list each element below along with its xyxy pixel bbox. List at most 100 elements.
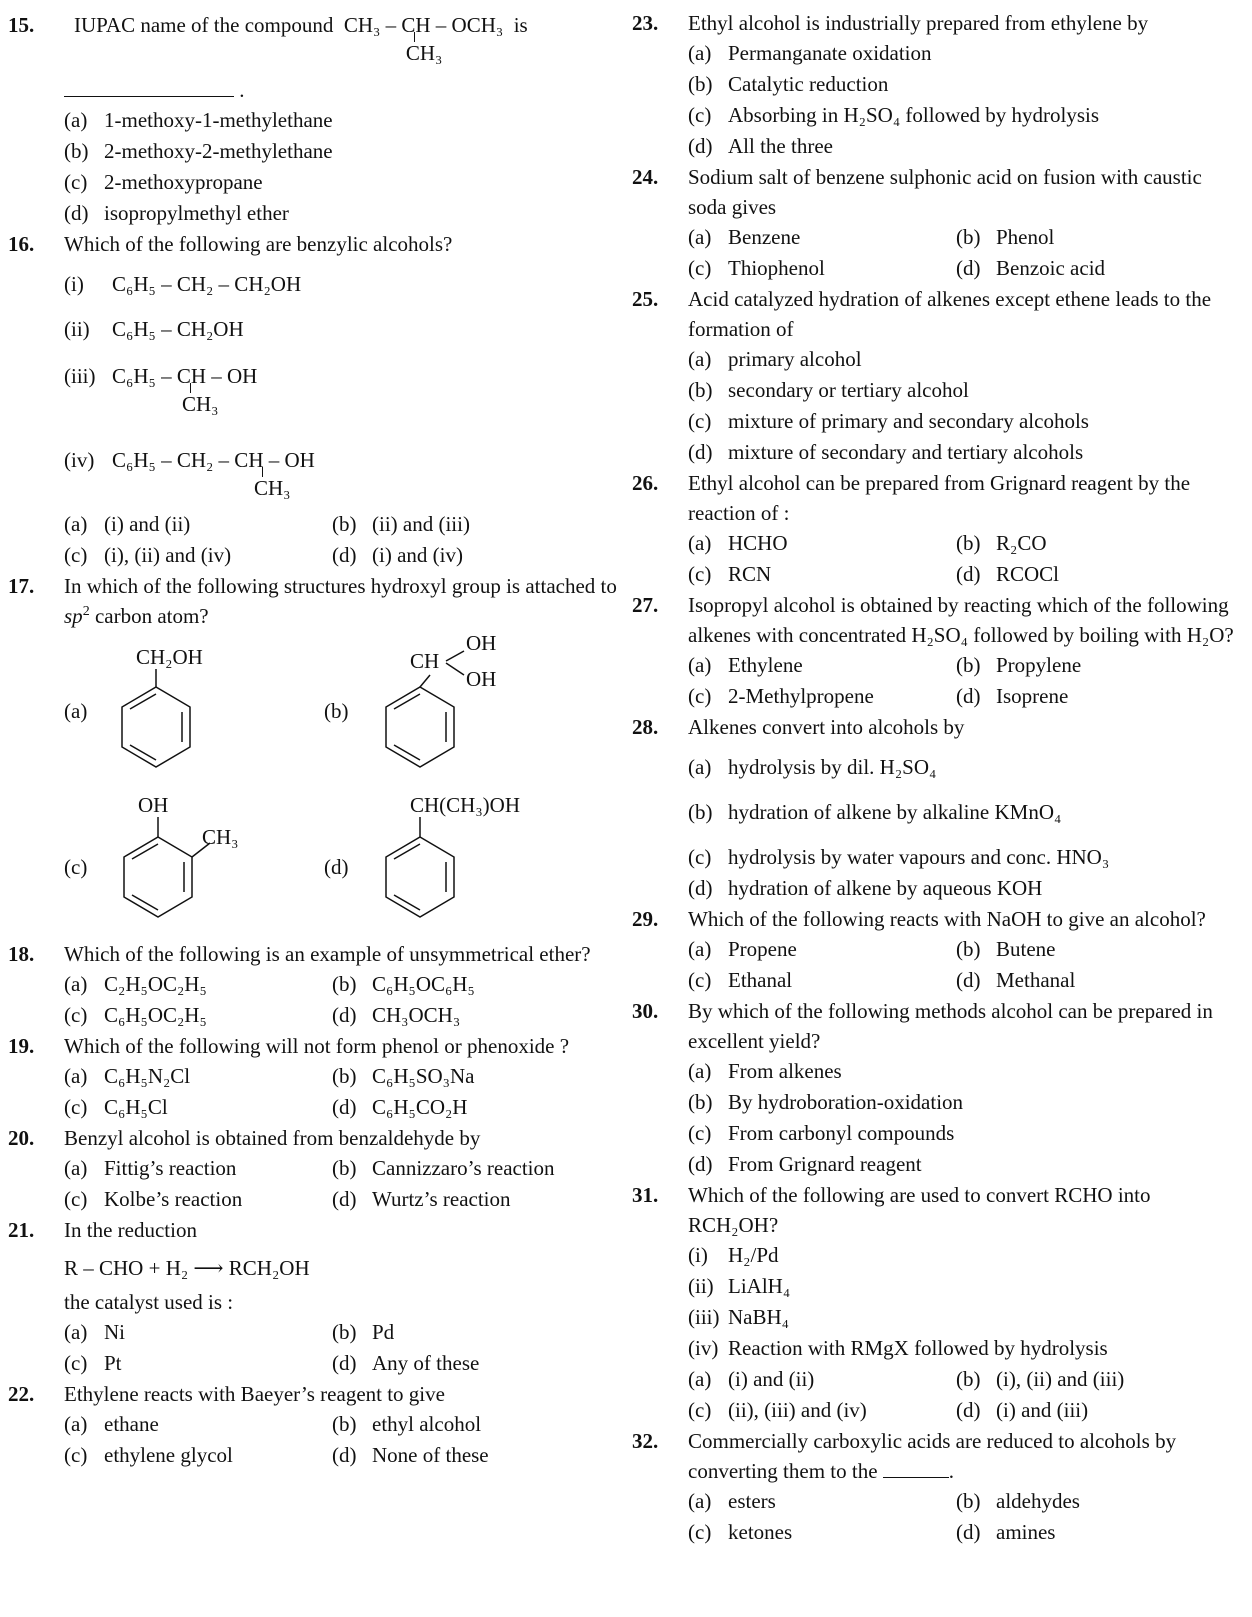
option-item[interactable]: (a)(i) and (ii) (688, 1367, 815, 1391)
option-item[interactable]: (c)(i), (ii) and (iv) (64, 543, 232, 567)
option-item[interactable]: (a)HCHO (688, 531, 788, 555)
option-item[interactable]: (b)Pd (332, 1320, 395, 1344)
option-item[interactable]: (d)(i) and (iii) (956, 1398, 1089, 1422)
options-27: (a)Ethylene (b)Propylene (c)2-Methylprop… (632, 650, 1244, 712)
option-item[interactable]: (a)1-methoxy-1-methylethane (64, 108, 333, 132)
option-item[interactable]: (b)Catalytic reduction (688, 72, 889, 96)
question-17: 17. In which of the following structures… (8, 571, 620, 631)
option-item[interactable]: (b)Cannizzaro’s reaction (332, 1156, 555, 1180)
list-item: (ii)LiAlH₄ (688, 1274, 791, 1298)
option-item[interactable]: (d)CH₃OCH₃ (332, 1003, 461, 1027)
option-item[interactable]: (b)ethyl alcohol (332, 1412, 482, 1436)
option-item[interactable]: (d)Methanal (956, 968, 1076, 992)
options-29: (a)Propene (b)Butene (c)Ethanal (d)Metha… (632, 934, 1244, 996)
option-item[interactable]: (d)Isoprene (956, 684, 1069, 708)
question-27: 27. Isopropyl alcohol is obtained by rea… (632, 590, 1244, 650)
question-number: 29. (632, 907, 659, 931)
option-item[interactable]: (c)Absorbing in H₂SO₄ followed by hydrol… (688, 103, 1100, 127)
option-item[interactable]: (a)hydrolysis by dil. H₂SO₄ (688, 755, 937, 779)
option-item[interactable]: (c)Thiophenol (688, 256, 825, 280)
option-item[interactable]: (d)RCOCl (956, 562, 1060, 586)
option-item[interactable]: (a)Ni (64, 1320, 125, 1344)
option-item[interactable]: (b)secondary or tertiary alcohol (688, 378, 969, 402)
option-item[interactable]: (b)Propylene (956, 653, 1082, 677)
option-item[interactable]: (a)C₆H₅N₂Cl (64, 1064, 191, 1088)
benzene-ring-icon (385, 650, 465, 768)
option-item[interactable]: (a)Benzene (688, 225, 801, 249)
option-item[interactable]: (a)Permanganate oxidation (688, 41, 932, 65)
options-18: (a)C₂H₅OC₂H₅ (b)C₆H₅OC₆H₅ (c)C₆H₅OC₂H₅ (… (8, 969, 620, 1031)
formula: CH₃ – CH – OCH₃ CH₃ (344, 10, 503, 65)
option-item[interactable]: (d)isopropylmethyl ether (64, 201, 289, 225)
option-item[interactable]: (d)Wurtz’s reaction (332, 1187, 511, 1211)
option-item[interactable]: (c)(ii), (iii) and (iv) (688, 1398, 867, 1422)
option-item[interactable]: (b)aldehydes (956, 1489, 1080, 1513)
question-number: 19. (8, 1034, 35, 1058)
option-item[interactable]: (b)By hydroboration-oxidation (688, 1090, 964, 1114)
option-item[interactable]: (a)ethane (64, 1412, 159, 1436)
option-item[interactable]: (c)C₆H₅OC₂H₅ (64, 1003, 207, 1027)
option-item[interactable]: (c)From carbonyl compounds (688, 1121, 955, 1145)
benzene-ring-icon (123, 817, 211, 918)
option-item[interactable]: (b)(i), (ii) and (iii) (956, 1367, 1125, 1391)
options-24: (a)Benzene (b)Phenol (c)Thiophenol (d)Be… (632, 222, 1244, 284)
option-item[interactable]: (a)Fittig’s reaction (64, 1156, 237, 1180)
option-item[interactable]: (c)2-Methylpropene (688, 684, 874, 708)
option-item[interactable]: (c)hydrolysis by water vapours and conc.… (688, 845, 1110, 869)
option-item[interactable]: (c)ethylene glycol (64, 1443, 233, 1467)
structure-d[interactable]: (d) CH(CH₃)OH (324, 793, 614, 933)
option-item[interactable]: (b)C₆H₅SO₃Na (332, 1064, 475, 1088)
option-item[interactable]: (c)2-methoxypropane (64, 170, 263, 194)
option-item[interactable]: (a)From alkenes (688, 1059, 842, 1083)
list-item: (i)H₂/Pd (688, 1243, 779, 1267)
option-item[interactable]: (d)hydration of alkene by aqueous KOH (688, 876, 1043, 900)
option-item[interactable]: (b)Phenol (956, 225, 1055, 249)
options-23: (a)Permanganate oxidation (b)Catalytic r… (632, 38, 1244, 162)
option-item[interactable]: (d)Any of these (332, 1351, 480, 1375)
option-item[interactable]: (d)Benzoic acid (956, 256, 1106, 280)
structure-b[interactable]: (b) CH OH OH (324, 631, 604, 785)
option-item[interactable]: (a)C₂H₅OC₂H₅ (64, 972, 207, 996)
option-item[interactable]: (b)2-methoxy-2-methylethane (64, 139, 333, 163)
option-item[interactable]: (d)From Grignard reagent (688, 1152, 922, 1176)
option-item[interactable]: (c)mixture of primary and secondary alco… (688, 409, 1089, 433)
question-21: 21. In the reduction R – CHO + H₂ ⟶ RCH₂… (8, 1215, 620, 1317)
question-28: 28. Alkenes convert into alcohols by (632, 712, 1244, 742)
option-item[interactable]: (d)C₆H₅CO₂H (332, 1095, 468, 1119)
option-item[interactable]: (b)Butene (956, 937, 1056, 961)
option-item[interactable]: (d)mixture of secondary and tertiary alc… (688, 440, 1084, 464)
option-item[interactable]: (d)None of these (332, 1443, 489, 1467)
option-item[interactable]: (d)(i) and (iv) (332, 543, 463, 567)
question-19: 19. Which of the following will not form… (8, 1031, 620, 1061)
option-item[interactable]: (a)primary alcohol (688, 347, 862, 371)
option-item[interactable]: (c)Ethanal (688, 968, 793, 992)
option-item[interactable]: (a)Propene (688, 937, 797, 961)
question-text: Isopropyl alcohol is obtained by reactin… (688, 593, 1234, 647)
option-item[interactable]: (c)C₆H₅Cl (64, 1095, 168, 1119)
option-item[interactable]: (b)R₂CO (956, 531, 1047, 555)
question-text: Which of the following is an example of … (64, 942, 591, 966)
formula-item: (ii)C₆H₅ – CH₂OH (64, 317, 244, 341)
structure-c[interactable]: (c) OH CH₃ (64, 793, 314, 933)
question-text: By which of the following methods alcoho… (688, 999, 1213, 1053)
question-text: Ethylene reacts with Baeyer’s reagent to… (64, 1382, 445, 1406)
option-item[interactable]: (c)Pt (64, 1351, 122, 1375)
structure-a[interactable]: (a) CH₂OH (64, 645, 314, 785)
question-number: 20. (8, 1126, 35, 1150)
question-number: 27. (632, 593, 659, 617)
option-item[interactable]: (b)C₆H₅OC₆H₅ (332, 972, 475, 996)
option-item[interactable]: (a)Ethylene (688, 653, 803, 677)
question-number: 25. (632, 287, 659, 311)
option-item[interactable]: (d)All the three (688, 134, 833, 158)
option-item[interactable]: (a)esters (688, 1489, 776, 1513)
option-item[interactable]: (a)(i) and (ii) (64, 512, 191, 536)
option-item[interactable]: (d)amines (956, 1520, 1056, 1544)
option-item[interactable]: (c)ketones (688, 1520, 793, 1544)
options-31: (a)(i) and (ii) (b)(i), (ii) and (iii) (… (632, 1364, 1244, 1426)
option-item[interactable]: (c)Kolbe’s reaction (64, 1187, 243, 1211)
option-item[interactable]: (b)hydration of alkene by alkaline KMnO₄ (688, 800, 1062, 824)
option-item[interactable]: (c)RCN (688, 562, 772, 586)
option-item[interactable]: (b)(ii) and (iii) (332, 512, 470, 536)
